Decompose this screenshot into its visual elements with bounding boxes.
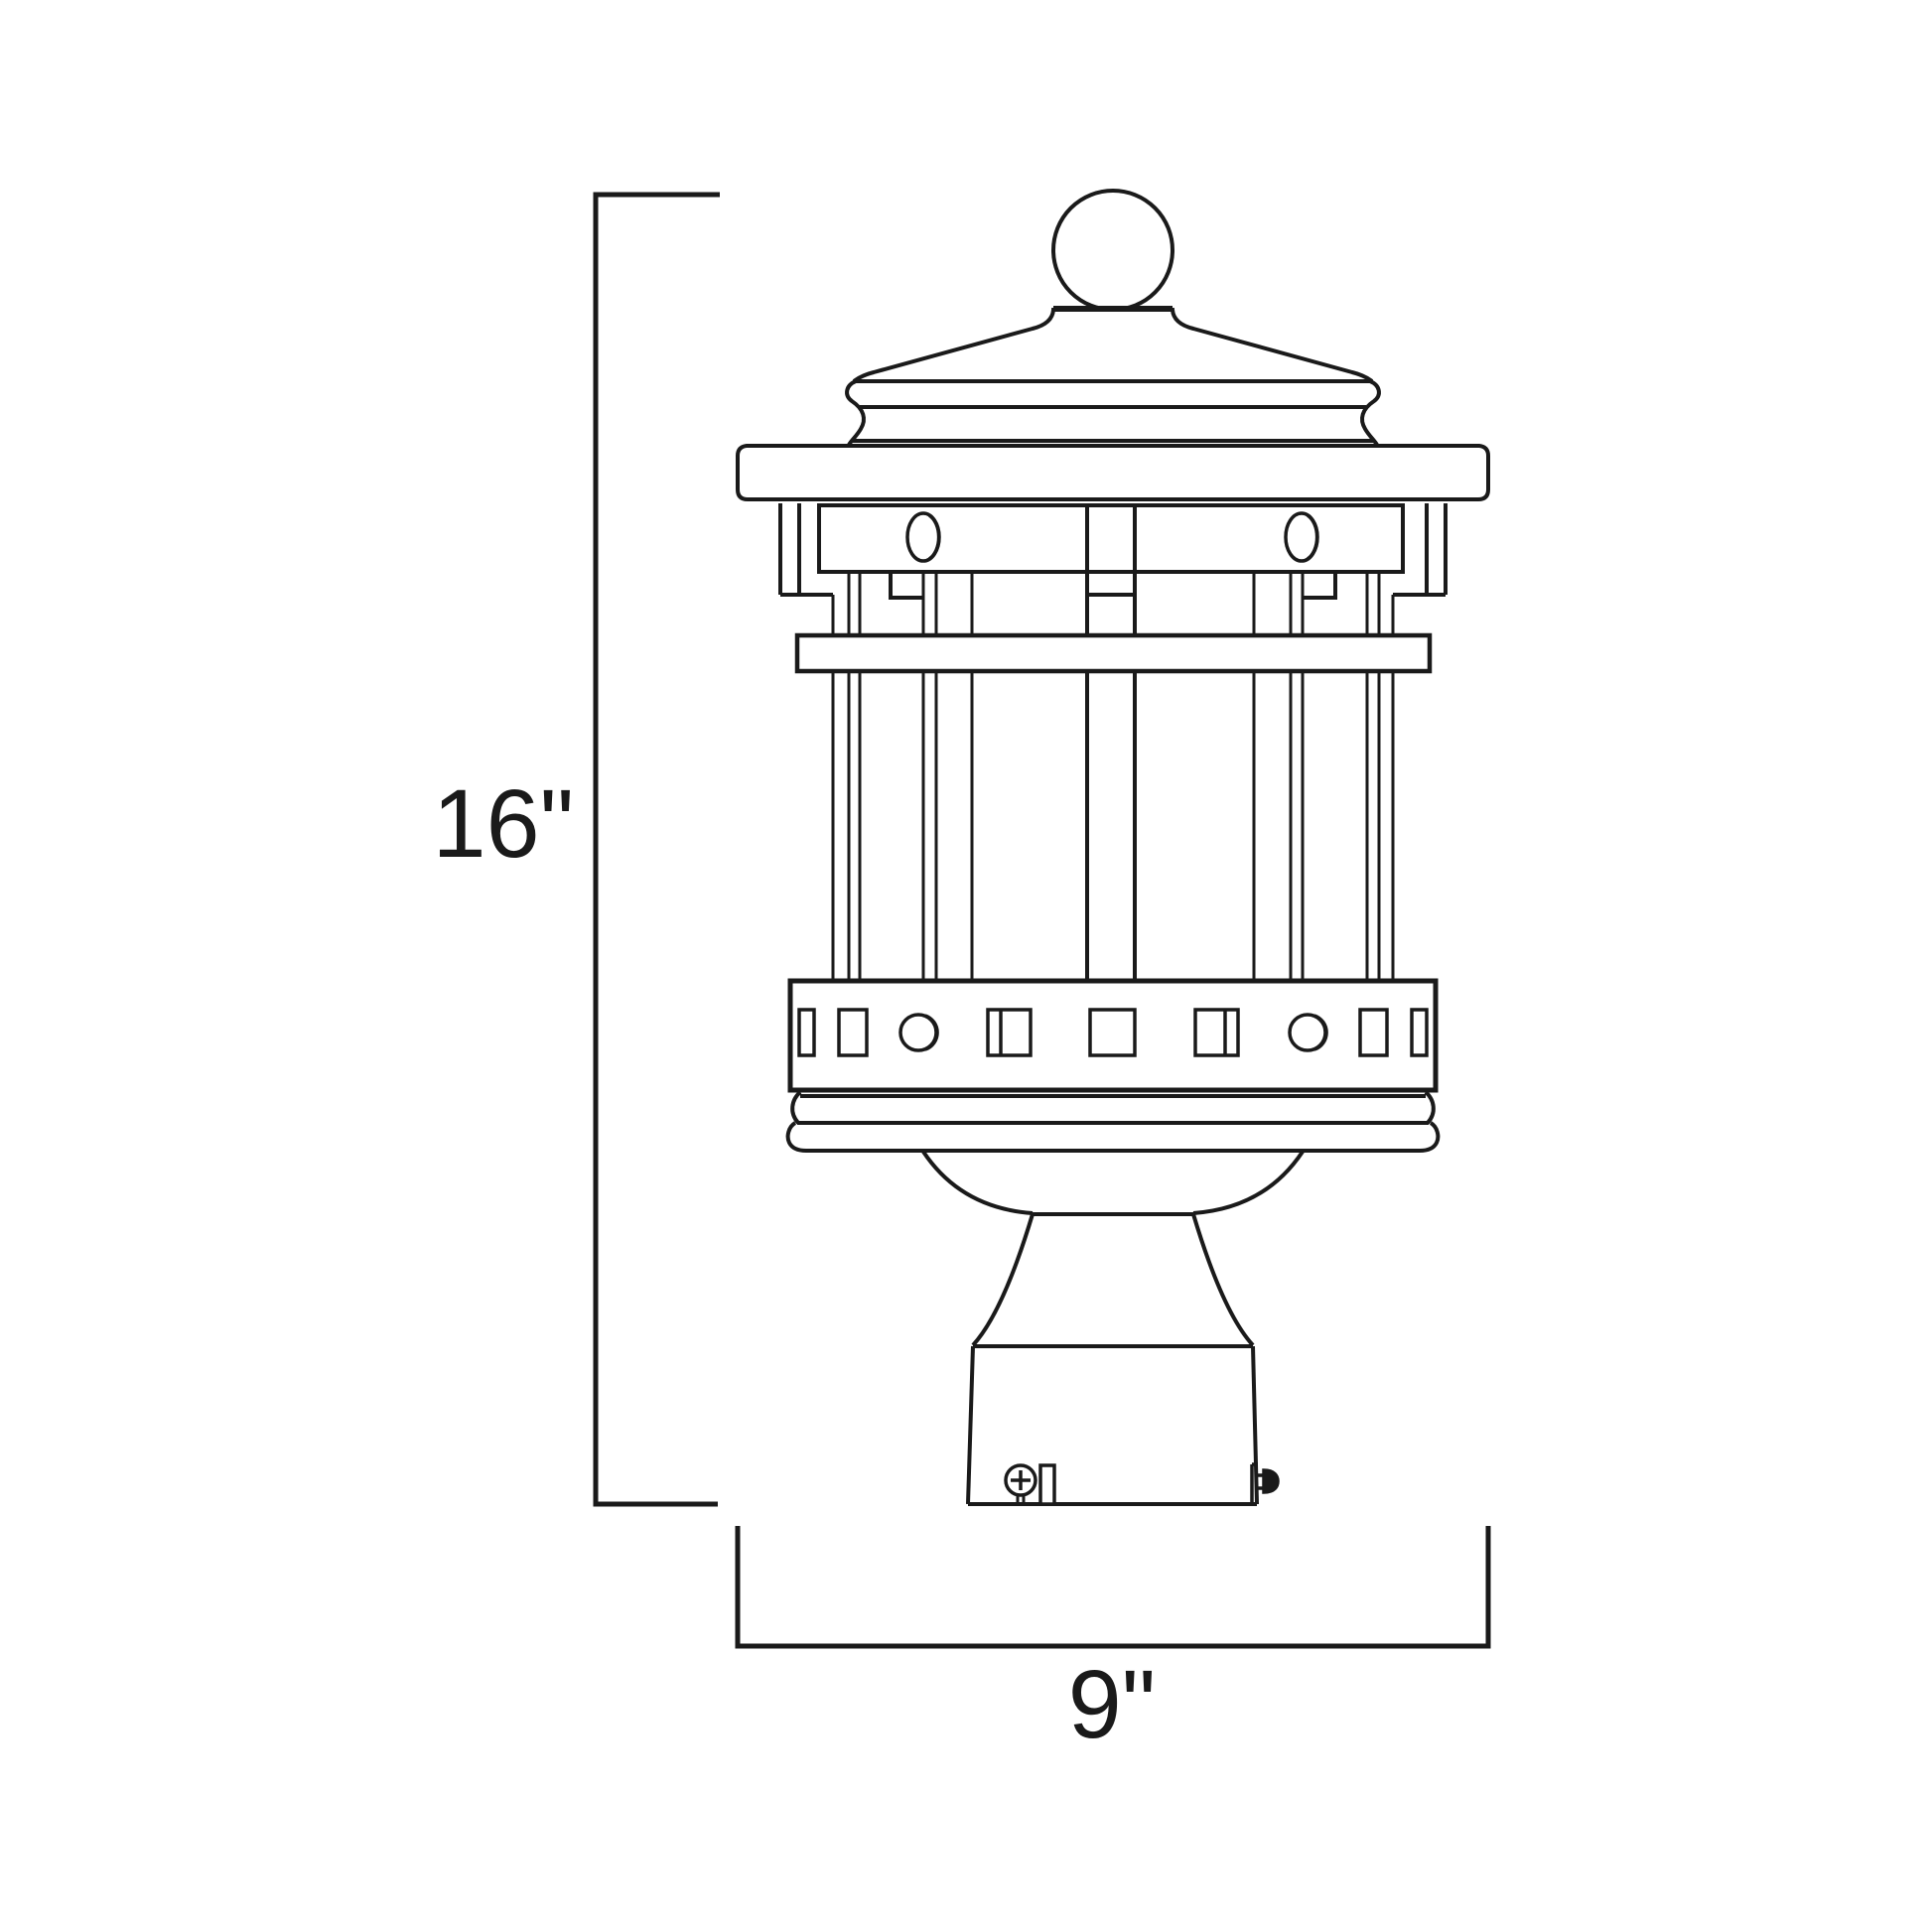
opening-slot-right [1193, 1008, 1240, 1057]
side-screw-head [1262, 1468, 1280, 1494]
width-dimension: 9" [735, 1526, 1491, 1758]
collar-left-edge [966, 1345, 975, 1505]
screw-bracket-plate [1038, 1463, 1056, 1506]
lid-disc [736, 444, 1490, 501]
height-dimension-line [593, 192, 720, 1507]
opening-slot-left [986, 1008, 1033, 1057]
rivet-left-highlight [927, 513, 941, 561]
clamp-strip [1250, 1462, 1258, 1504]
opening-rect-right [1358, 1008, 1389, 1057]
molding-left-bulge [790, 1090, 802, 1125]
height-dimension: 16" [433, 192, 720, 1507]
opening-circle-right-highlight [1313, 1014, 1328, 1051]
funnel-left-curve [921, 1150, 1034, 1215]
cap-rim-right-edge [1360, 379, 1381, 447]
rivet-right-highlight [1306, 513, 1319, 561]
mount-funnel [921, 1150, 1305, 1347]
finial-ball [1051, 189, 1174, 312]
funnel-left-flare [971, 1213, 1035, 1347]
molding-right-bulge [1424, 1090, 1436, 1125]
funnel-right-flare [1191, 1213, 1255, 1347]
lantern-drawing [736, 189, 1490, 1506]
opening-rect-left [837, 1008, 869, 1057]
base-molding [785, 1090, 1441, 1153]
opening-center-square [1088, 1008, 1137, 1057]
bottom-band [787, 978, 1439, 1093]
phillips-cross-icon [1011, 1470, 1031, 1490]
opening-circle-left-highlight [924, 1014, 939, 1051]
top-band-rivets [905, 511, 1319, 563]
collar-right-edge [1251, 1345, 1259, 1505]
funnel-right-curve [1192, 1150, 1305, 1215]
molding-bottom-lip [785, 1121, 1441, 1153]
finial-neck-and-cap-cone [852, 308, 1374, 383]
mid-belt-ring [794, 632, 1433, 674]
opening-slot-far-right [1410, 1008, 1429, 1057]
left-hanger-bracket [778, 503, 833, 597]
width-dimension-label: 9" [1068, 1650, 1156, 1758]
opening-slot-far-left [797, 1008, 816, 1057]
bottom-band-openings [797, 1008, 1429, 1057]
width-dimension-line [735, 1526, 1491, 1649]
cap-rim-left-edge [845, 379, 866, 447]
center-post [1085, 503, 1137, 981]
right-step-tab [1303, 572, 1337, 600]
left-step-tab [889, 572, 923, 600]
side-set-screw [1250, 1462, 1280, 1504]
right-hanger-bracket [1393, 503, 1448, 597]
height-dimension-label: 16" [433, 769, 574, 878]
screw-shaft-lines [1016, 1495, 1026, 1504]
front-set-screw [1004, 1463, 1056, 1506]
